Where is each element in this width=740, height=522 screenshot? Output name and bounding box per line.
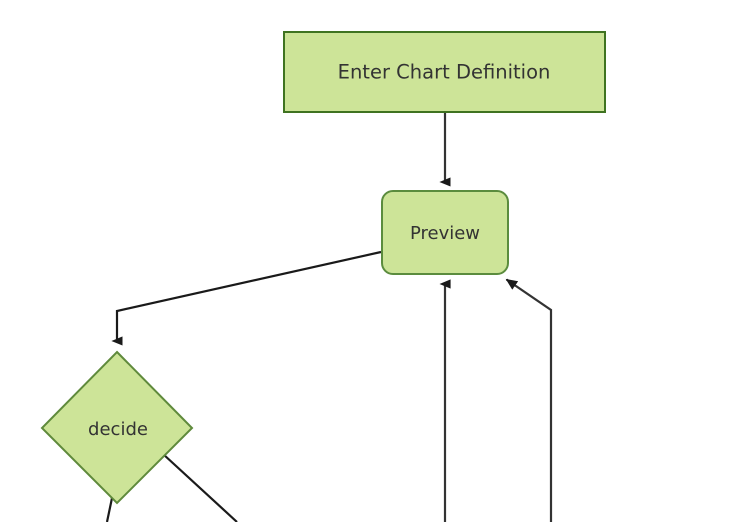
node-layer: Enter Chart Definition Preview decide (40, 31, 606, 505)
edge-bottom-right-to-preview (505, 278, 553, 522)
node-decide-label: decide (88, 419, 148, 440)
edge-preview-to-decide (111, 250, 382, 346)
edge-decide-bottom-left (105, 497, 114, 522)
edge-decide-bottom-right (162, 453, 238, 522)
node-decide[interactable]: decide (40, 350, 194, 505)
node-enter-chart-definition-label: Enter Chart Definition (338, 61, 551, 84)
node-preview-label: Preview (410, 223, 480, 244)
edge-layer (105, 113, 553, 522)
node-enter-chart-definition-shape[interactable] (283, 31, 606, 113)
node-preview[interactable]: Preview (381, 190, 509, 275)
node-decide-shape[interactable] (40, 350, 194, 505)
node-enter-chart-definition[interactable]: Enter Chart Definition (283, 31, 606, 113)
node-preview-shape[interactable] (381, 190, 509, 275)
